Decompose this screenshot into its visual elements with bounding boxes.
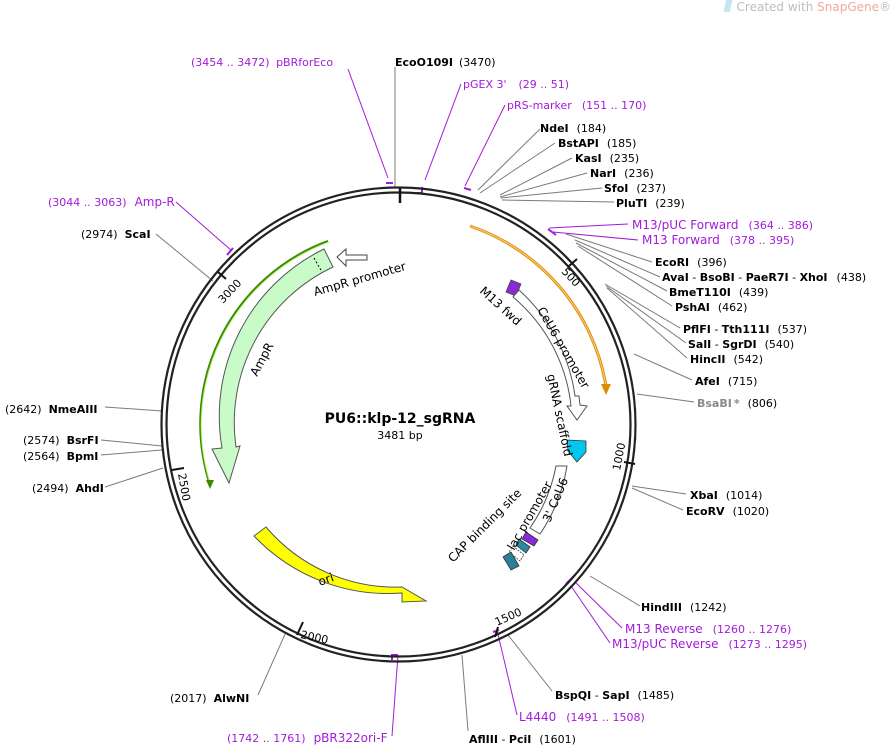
plasmid-backbone xyxy=(160,186,637,663)
ampr-promoter-arrow xyxy=(336,247,368,268)
green-orf-arc xyxy=(199,240,329,486)
m13-puc-forward-label: M13/pUC Forward(364 .. 386) xyxy=(632,218,813,232)
xbai-label: XbaI(1014) xyxy=(690,489,762,502)
plasmid-name: PU6::klp-12_sgRNA xyxy=(325,411,476,427)
amp-r-label: (3044 .. 3063)Amp-R xyxy=(48,195,175,209)
kasi-label: KasI(235) xyxy=(575,152,639,165)
tick-2000: 2000 xyxy=(299,628,329,647)
pshai-label: PshAI(462) xyxy=(675,301,747,314)
ampr-feature-arrow xyxy=(211,248,334,485)
alwni-label: (2017)AlwNI xyxy=(170,692,249,705)
scai-label: (2974)ScaI xyxy=(81,228,151,241)
bstapi-label: BstAPI(185) xyxy=(558,137,636,150)
ecori-label: EcoRI(396) xyxy=(655,256,727,269)
ceu6-promoter-label: CeU6 promoter xyxy=(534,305,592,391)
avai-bsobi-paer7i-xhoi-label: AvaI - BsoBI - PaeR7I - XhoI(438) xyxy=(662,271,866,284)
lac-promoter-feature xyxy=(521,531,539,547)
tick-1500: 1500 xyxy=(493,605,524,628)
grna-scaffold-feature xyxy=(566,439,587,463)
afei-label: AfeI(715) xyxy=(695,375,757,388)
pgex3-label: pGEX 3'(29 .. 51) xyxy=(463,78,569,91)
sali-sgrdi-label: SalI - SgrDI(540) xyxy=(688,338,794,351)
ori-label: ori xyxy=(316,570,335,588)
pbrforeco-label: (3454 .. 3472) pBRforEco xyxy=(191,56,333,69)
three-ceu6-feature xyxy=(529,465,568,535)
ahdi-label: (2494)AhdI xyxy=(32,482,104,495)
hindiii-label: HindIII(1242) xyxy=(641,601,727,614)
ceu6-promoter-arrow xyxy=(512,289,588,421)
plasmid-size: 3481 bp xyxy=(377,429,422,442)
tick-2500: 2500 xyxy=(175,472,193,502)
cap-binding-site-feature xyxy=(502,551,520,571)
ecorv-label: EcoRV(1020) xyxy=(686,505,769,518)
bspqi-sapi-label: BspQI - SapI(1485) xyxy=(555,689,674,702)
snapgene-logo-icon xyxy=(723,0,733,12)
sfoi-label: SfoI(237) xyxy=(604,182,666,195)
pflfi-tth111i-label: PflFI - Tth111I(537) xyxy=(683,323,807,336)
bmet110i-label: BmeT110I(439) xyxy=(669,286,768,299)
bsrfi-label: (2574)BsrFI xyxy=(23,434,99,447)
afliii-pcii-label: AflIII - PciI(1601) xyxy=(469,733,576,746)
m13-reverse-label: M13 Reverse(1260 .. 1276) xyxy=(625,622,791,636)
nmeaiii-label: (2642)NmeAIII xyxy=(5,403,98,416)
l4440-label: L4440(1491 .. 1508) xyxy=(519,710,645,724)
snapgene-watermark: Created with SnapGene® xyxy=(723,0,891,14)
primer-leader-lines xyxy=(175,68,639,737)
feature-arcs xyxy=(199,224,611,603)
tick-3000: 3000 xyxy=(216,277,245,306)
tick-1000: 1000 xyxy=(610,442,628,472)
ori-feature-arrow xyxy=(253,526,428,603)
ecoo109i-label: EcoO109I(3470) xyxy=(395,56,496,69)
bsabi-label: BsaBI*(806) xyxy=(697,397,777,410)
m13-forward-label: M13 Forward(378 .. 395) xyxy=(642,233,794,247)
m13-puc-reverse-label: M13/pUC Reverse(1273 .. 1295) xyxy=(612,637,807,651)
enzyme-leader-lines xyxy=(100,67,695,732)
pluti-label: PluTI(239) xyxy=(616,197,685,210)
bpmi-label: (2564)BpmI xyxy=(23,450,98,463)
site-labels: (3454 .. 3472) pBRforEco EcoO109I(3470) … xyxy=(5,56,866,746)
nari-label: NarI(236) xyxy=(590,167,654,180)
pbr322ori-f-label: (1742 .. 1761)pBR322ori-F xyxy=(227,731,388,745)
prs-marker-label: pRS-marker(151 .. 170) xyxy=(507,99,646,112)
tick-500: 500 xyxy=(559,265,583,289)
ndei-label: NdeI(184) xyxy=(540,122,606,135)
hincii-label: HincII(542) xyxy=(690,353,763,366)
